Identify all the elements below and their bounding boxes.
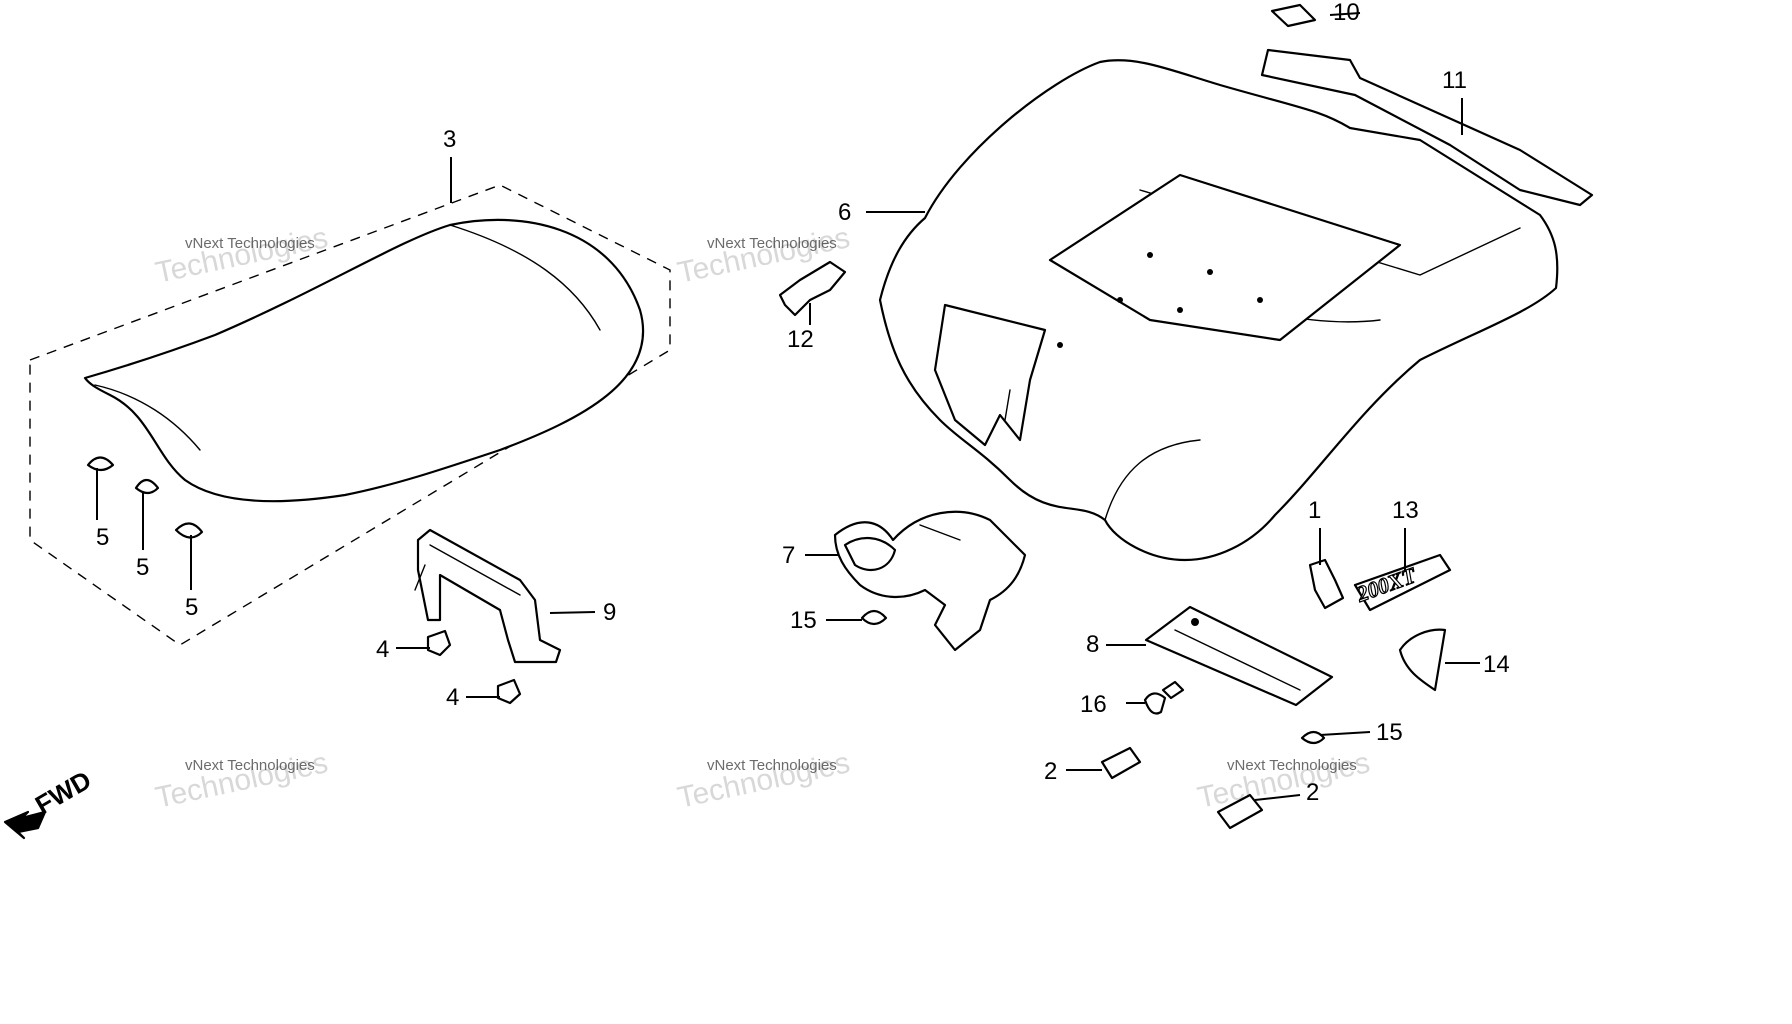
rear-fender-part — [878, 59, 1559, 562]
callout-14: 14 — [1483, 651, 1510, 678]
emblem-part: 200XT — [1352, 553, 1452, 612]
callout-11: 11 — [1442, 67, 1467, 94]
fwd-arrow: FWD — [3, 765, 96, 840]
callout-8: 8 — [1086, 631, 1099, 658]
clip-part — [778, 260, 847, 317]
nut-part — [860, 609, 1326, 745]
callout-5: 5 — [136, 554, 149, 581]
callout-4: 4 — [446, 684, 459, 711]
small-clip-part — [1100, 746, 1264, 830]
watermark-small: vNext Technologies — [185, 757, 315, 774]
watermark-large: Technologies — [153, 221, 331, 290]
watermark-small: vNext Technologies — [1227, 757, 1357, 774]
callout-2: 2 — [1044, 758, 1057, 785]
plate-part — [1144, 605, 1334, 707]
callout-13: 13 — [1392, 497, 1419, 524]
callout-15: 15 — [790, 607, 817, 634]
callout-6: 6 — [838, 199, 851, 226]
callout-7: 7 — [782, 542, 795, 569]
small-bracket-part — [1308, 558, 1345, 610]
callout-4: 4 — [376, 636, 389, 663]
watermark-small: vNext Technologies — [707, 757, 837, 774]
watermark-small: vNext Technologies — [707, 235, 837, 252]
callout-12: 12 — [787, 326, 814, 353]
grommet-part — [86, 456, 204, 539]
label-part — [1270, 3, 1317, 28]
callout-5: 5 — [96, 524, 109, 551]
leader-lines — [96, 12, 1480, 801]
seat-part — [29, 184, 671, 646]
bolt-16-part — [1143, 680, 1185, 715]
bolt-part — [426, 629, 522, 705]
stripe-decal-part — [1260, 48, 1594, 207]
fwd-label: FWD — [30, 765, 96, 821]
reflector-part — [1398, 628, 1447, 692]
callout-2: 2 — [1306, 779, 1319, 806]
callout-1: 1 — [1308, 497, 1321, 524]
watermark-small: vNext Technologies — [185, 235, 315, 252]
callout-3: 3 — [443, 126, 456, 153]
callout-16: 16 — [1080, 691, 1107, 718]
callout-5: 5 — [185, 594, 198, 621]
callout-10: 10 — [1333, 0, 1360, 26]
guard-bracket-part — [833, 510, 1027, 652]
seat-bracket-part — [414, 528, 562, 664]
callout-15: 15 — [1376, 719, 1403, 746]
callout-group: 10 11 3 6 12 1 13 5 5 5 9 7 15 4 4 8 14 … — [96, 0, 1510, 806]
callout-9: 9 — [603, 599, 616, 626]
